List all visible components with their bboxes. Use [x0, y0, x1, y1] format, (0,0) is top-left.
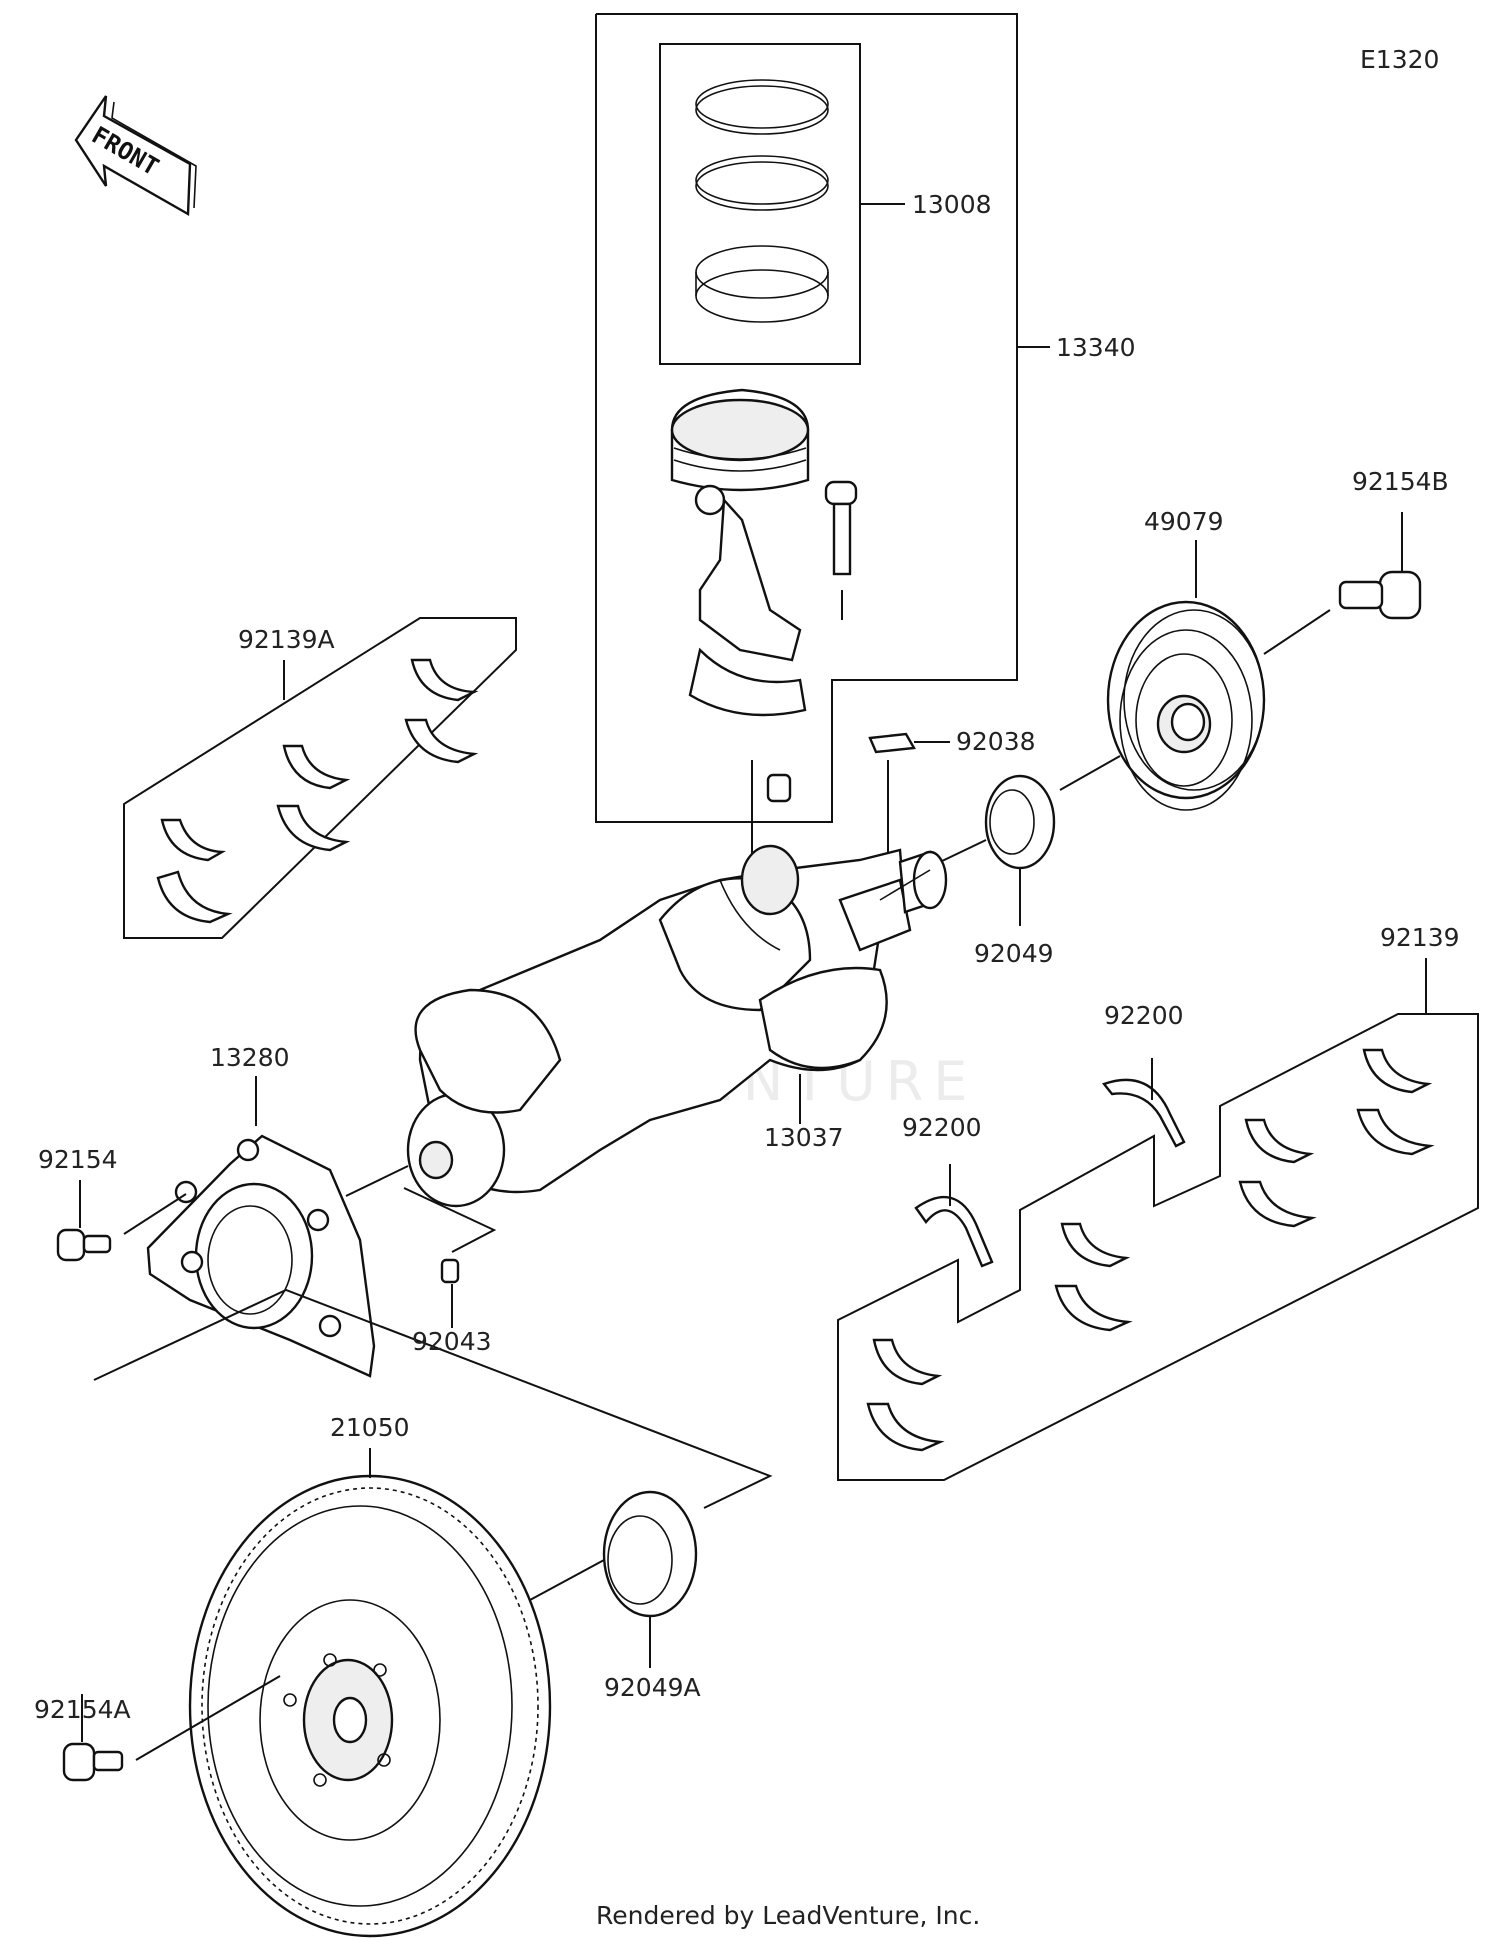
part-label-13037: 13037 — [764, 1123, 844, 1152]
part-label-92038: 92038 — [956, 727, 1036, 756]
dowel-pin — [440, 1258, 460, 1284]
part-label-92154A: 92154A — [34, 1695, 131, 1724]
bearing-kit-92139A — [123, 617, 517, 939]
part-label-92139: 92139 — [1380, 923, 1460, 952]
part-label-92049: 92049 — [974, 939, 1054, 968]
part-label-92049A: 92049A — [604, 1673, 701, 1702]
part-label-21050: 21050 — [330, 1413, 410, 1442]
part-label-92139A: 92139A — [238, 625, 335, 654]
part-label-92154B: 92154B — [1352, 467, 1449, 496]
crankshaft — [406, 844, 948, 1208]
leader-dowel-group — [403, 1187, 497, 1253]
leader-pulley-seal — [1059, 755, 1121, 791]
part-label-13008: 13008 — [912, 190, 992, 219]
oil-seal-rear — [602, 1490, 698, 1618]
thrust-washer-upper — [1102, 1078, 1186, 1148]
flywheel-bolt — [62, 1742, 124, 1782]
diagram-code: E1320 — [1360, 45, 1439, 74]
housing-bolt — [56, 1228, 112, 1262]
connecting-rod — [688, 497, 807, 803]
woodruff-key — [868, 732, 916, 754]
part-label-13340: 13340 — [1056, 333, 1136, 362]
part-label-92043: 92043 — [412, 1327, 492, 1356]
part-label-92200-upper: 92200 — [1104, 1001, 1184, 1030]
leader-housing-crank — [345, 1165, 409, 1197]
part-label-92200-lower: 92200 — [902, 1113, 982, 1142]
footer-credit: Rendered by LeadVenture, Inc. — [596, 1901, 980, 1930]
leader-flywheel-group — [93, 1288, 773, 1509]
pulley-bolt — [1338, 570, 1422, 620]
leader-bolt-pulley — [1263, 609, 1331, 655]
flywheel — [188, 1474, 552, 1938]
front-arrow-icon: FRONT — [74, 95, 197, 217]
piston-kit-frame — [595, 13, 1050, 823]
piston — [670, 388, 810, 516]
leader-seal-front — [939, 839, 987, 863]
bearing-kit-92139 — [837, 1013, 1479, 1481]
rod-bolt — [824, 480, 858, 620]
leader-flywheel-bolt — [135, 1675, 281, 1761]
thrust-washer-lower — [914, 1195, 994, 1268]
oil-seal-front — [984, 774, 1056, 870]
part-label-13280: 13280 — [210, 1043, 290, 1072]
crank-pulley — [1106, 600, 1266, 811]
part-label-49079: 49079 — [1144, 507, 1224, 536]
leader-seal-rear — [529, 1559, 605, 1601]
leader-housing-bolt — [123, 1193, 187, 1235]
rear-oil-seal-housing — [146, 1134, 376, 1378]
part-label-92154: 92154 — [38, 1145, 118, 1174]
piston-rings — [695, 79, 829, 323]
